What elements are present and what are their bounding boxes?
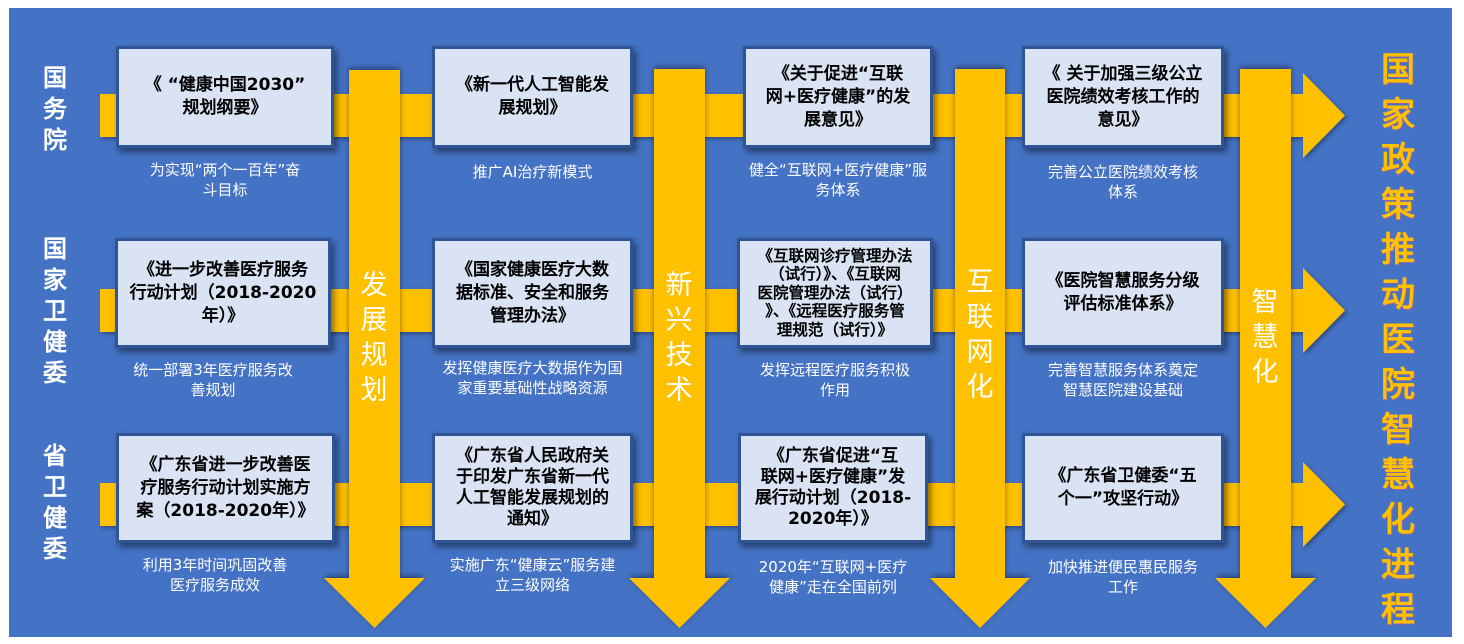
row-arrow-head [1303, 462, 1345, 547]
policy-box: 《互联网诊疗管理办法 （试行）》、《互联网 医院管理办法（试行） 》、《远程医疗… [737, 238, 933, 348]
policy-description: 完善公立医院绩效考核 体系 [1047, 163, 1198, 201]
stage-label-internet: 互联网化 [966, 267, 994, 403]
row-arrow-head [1303, 268, 1345, 353]
policy-title: 《互联网诊疗管理办法 （试行）》、《互联网 医院管理办法（试行） 》、《远程医疗… [757, 246, 913, 339]
policy-description: 发挥远程医疗服务积极 作用 [759, 361, 910, 399]
level-label-weijianwei: 国家卫健委 [43, 235, 67, 387]
policy-title: 《广东省人民政府关 于印发广东省新一代 人工智能发展规划的 通知》 [456, 446, 609, 529]
policy-box: 《广东省进一步改善医 疗服务行动计划实施方 案（2018-2020年）》 [116, 433, 335, 543]
policy-box: 《 “健康中国2030” 规划纲要》 [116, 46, 334, 148]
stage-label-development-planning: 发展规划 [360, 270, 388, 406]
policy-box: 《广东省促进“互 联网+医疗健康”发 展行动计划（2018- 2020年）》 [738, 433, 928, 543]
policy-box: 《新一代人工智能发 展规划》 [432, 46, 633, 148]
policy-title: 《广东省促进“互 联网+医疗健康”发 展行动计划（2018- 2020年）》 [754, 446, 912, 529]
stage-label-emerging-tech: 新兴技术 [665, 270, 693, 406]
policy-description: 发挥健康医疗大数据作为国 家重要基础性战略资源 [442, 359, 623, 397]
policy-box: 《国家健康医疗大数 据标准、安全和服务 管理办法》 [432, 238, 633, 348]
policy-title: 《 关于加强三级公立 医院绩效考核工作的 意见》 [1043, 63, 1203, 130]
policy-title: 《医院智慧服务分级 评估标准体系》 [1046, 271, 1200, 314]
level-label-provincial: 省卫健委 [43, 442, 67, 563]
policy-description: 2020年“互联网+医疗 健康”走在全国前列 [758, 558, 908, 596]
policy-box: 《进一步改善医疗服务 行动计划（2018-2020 年）》 [115, 238, 331, 348]
policy-box: 《 关于加强三级公立 医院绩效考核工作的 意见》 [1022, 46, 1224, 148]
policy-title: 《关于促进“互联 网+医疗健康”的发 展意见》 [765, 63, 911, 130]
policy-title: 《广东省进一步改善医 疗服务行动计划实施方 案（2018-2020年）》 [136, 454, 315, 521]
stage-label-smart: 智慧化 [1251, 287, 1279, 388]
main-title: 国家政策推动医院智慧化进程 [1381, 50, 1415, 630]
policy-box: 《关于促进“互联 网+医疗健康”的发 展意见》 [743, 46, 933, 148]
policy-description: 实施广东“健康云”服务建 立三级网络 [449, 556, 616, 594]
policy-description: 统一部署3年医疗服务改 善规划 [133, 361, 293, 399]
policy-description: 加快推进便民惠民服务 工作 [1047, 558, 1198, 596]
policy-title: 《 “健康中国2030” 规划纲要》 [144, 75, 306, 118]
stage-arrow-emerging-tech [629, 69, 730, 628]
level-label-guowuyuan: 国务院 [43, 64, 67, 154]
policy-description: 推广AI治疗新模式 [472, 163, 593, 181]
policy-box: 《广东省人民政府关 于印发广东省新一代 人工智能发展规划的 通知》 [432, 433, 633, 543]
policy-title: 《新一代人工智能发 展规划》 [456, 75, 609, 118]
stage-arrow-internet [930, 69, 1030, 628]
policy-description: 为实现“两个一百年”奋 斗目标 [149, 161, 301, 199]
policy-title: 《进一步改善医疗服务 行动计划（2018-2020 年）》 [129, 259, 317, 326]
stage-arrow-development-planning [324, 70, 425, 628]
policy-description: 健全“互联网+医疗健康”服 务体系 [748, 161, 928, 199]
policy-title: 《国家健康医疗大数 据标准、安全和服务 管理办法》 [456, 259, 609, 326]
policy-title: 《广东省卫健委“五 个一”攻坚行动》 [1049, 466, 1197, 509]
policy-box: 《医院智慧服务分级 评估标准体系》 [1022, 238, 1224, 348]
policy-box: 《广东省卫健委“五 个一”攻坚行动》 [1022, 433, 1224, 543]
policy-description: 完善智慧服务体系奠定 智慧医院建设基础 [1047, 361, 1198, 399]
stage-arrow-smart [1215, 69, 1316, 628]
policy-description: 利用3年时间巩固改善 医疗服务成效 [142, 556, 288, 594]
row-arrow-head [1303, 73, 1345, 158]
